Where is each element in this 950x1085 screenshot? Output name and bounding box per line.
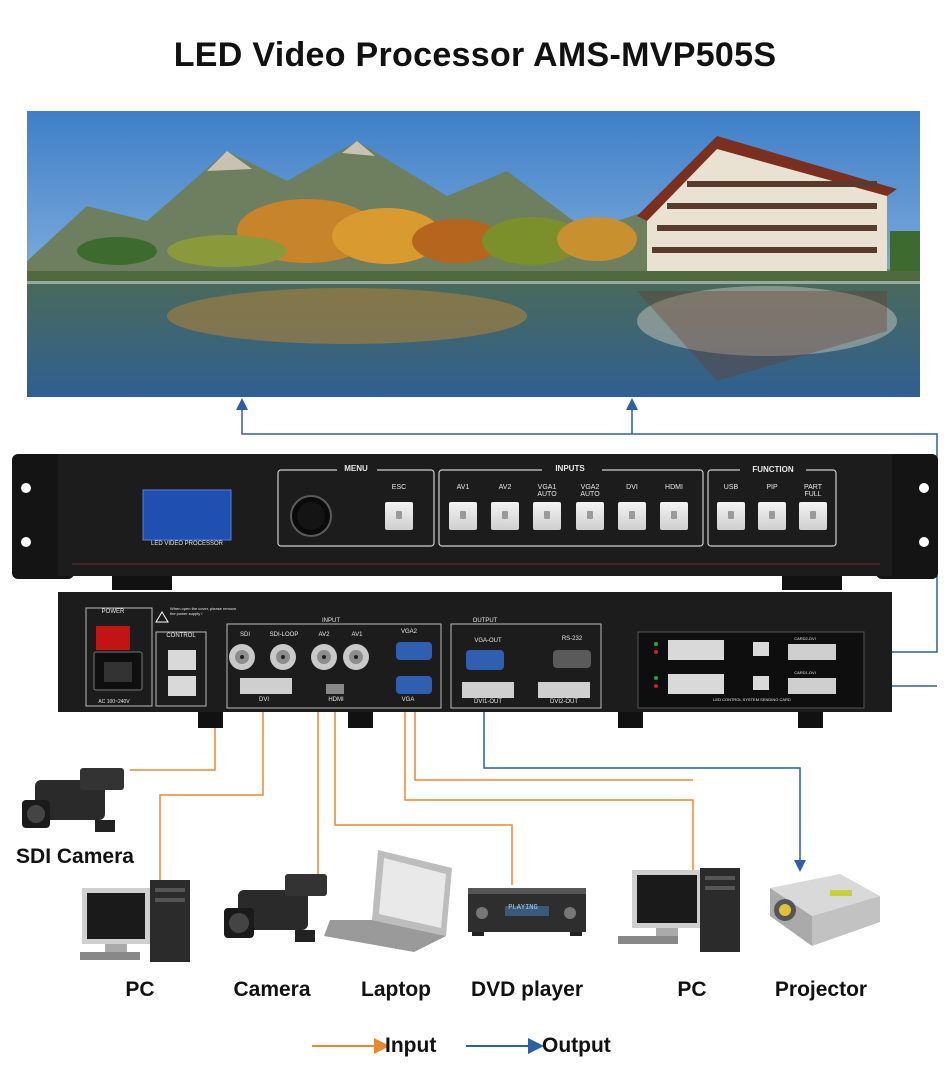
rear-panel	[58, 592, 892, 728]
device-illustrations	[22, 768, 880, 962]
front-button-label: AV2	[498, 484, 512, 491]
power-rating: AC 100~240V	[98, 699, 130, 705]
front-button-label: PART FULL	[803, 484, 823, 498]
front-button-label: VGA2 AUTO	[580, 484, 600, 498]
output-label: OUTPUT	[472, 618, 498, 624]
front-button[interactable]	[533, 502, 561, 530]
front-button-label: DVI	[626, 484, 638, 491]
front-panel	[12, 454, 938, 590]
card1-label: CARD1-DVI	[794, 670, 816, 675]
front-button[interactable]	[449, 502, 477, 530]
legend-output-label: Output	[542, 1034, 611, 1057]
port-dvi2-out: DVI2-OUT	[549, 699, 578, 705]
camera-icon	[224, 874, 327, 942]
front-button[interactable]	[385, 502, 413, 530]
power-label: POWER	[101, 609, 125, 615]
function-group-label: FUNCTION	[752, 465, 794, 474]
port-dvi: DVI	[258, 697, 269, 703]
led-screen-landscape	[27, 111, 920, 397]
front-button-label: PIP	[766, 484, 778, 491]
device-label-dvd-player: DVD player	[470, 978, 584, 1001]
input-label: INPUT	[322, 618, 340, 624]
port-av2: AV2	[318, 632, 330, 638]
device-label-sdi-camera: SDI Camera	[16, 845, 134, 868]
dvd-display-text: PLAYING	[508, 904, 538, 912]
front-button[interactable]	[660, 502, 688, 530]
front-button[interactable]	[576, 502, 604, 530]
projector-icon	[770, 874, 880, 946]
device-label-pc-left: PC	[125, 978, 155, 1001]
laptop-icon	[324, 850, 452, 952]
card2-label: CARD2-DVI	[794, 636, 816, 641]
inputs-group-label: INPUTS	[555, 464, 585, 473]
dvd-player-icon	[468, 888, 586, 936]
port-vga-out: VGA-OUT	[474, 638, 502, 644]
device-label-projector: Projector	[774, 978, 868, 1001]
pc-left-icon	[80, 880, 190, 962]
front-button-label: USB	[723, 484, 739, 491]
warning-text: When open the cover, please remove the p…	[170, 606, 237, 616]
legend-input-label: Input	[385, 1034, 437, 1057]
menu-group-label: MENU	[344, 464, 368, 473]
device-label-pc-right: PC	[677, 978, 707, 1001]
front-button-label: HDMI	[665, 484, 683, 491]
port-sdi: SDI	[239, 632, 250, 638]
control-label: CONTROL	[166, 633, 196, 639]
pc-right-icon	[618, 868, 740, 952]
front-button[interactable]	[618, 502, 646, 530]
front-button[interactable]	[758, 502, 786, 530]
front-button[interactable]	[491, 502, 519, 530]
front-button[interactable]	[799, 502, 827, 530]
device-label-laptop: Laptop	[361, 978, 431, 1001]
port-vga2: VGA2	[400, 629, 417, 635]
sdi-camera-icon	[22, 768, 124, 832]
front-button-label: AV1	[456, 484, 470, 491]
front-button-label: ESC	[391, 484, 407, 491]
port-sdi-loop: SDI-LOOP	[269, 632, 299, 638]
port-vga: VGA	[401, 697, 415, 703]
front-button[interactable]	[717, 502, 745, 530]
legend-arrows	[312, 1038, 544, 1054]
port-hdmi: HDMI	[328, 697, 344, 703]
device-label-camera: Camera	[233, 978, 311, 1001]
port-av1: AV1	[351, 632, 363, 638]
port-rs232: RS-232	[561, 636, 583, 642]
sending-card-label: LED CONTROL SYSTEM SENDING CARD	[713, 697, 791, 702]
page-title: LED Video Processor AMS-MVP505S	[173, 36, 777, 74]
front-button-label: VGA1 AUTO	[537, 484, 557, 498]
port-dvi1-out: DVI1-OUT	[473, 699, 502, 705]
lcd-label: LED VIDEO PROCESSOR	[150, 541, 224, 547]
